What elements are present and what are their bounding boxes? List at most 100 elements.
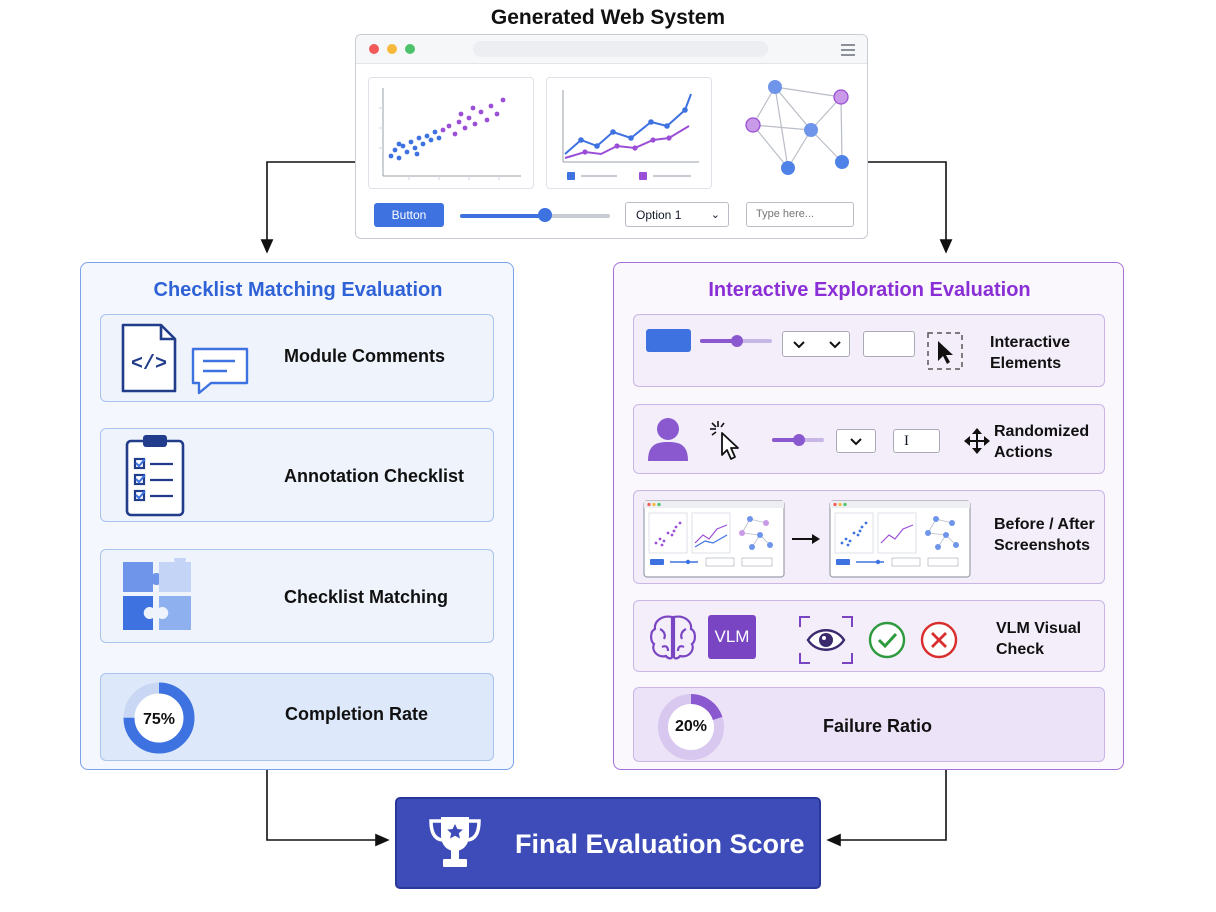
brain-icon [650, 615, 696, 660]
left-panel-title: Checklist Matching Evaluation [153, 279, 443, 301]
step-checklist-matching: Checklist Matching [100, 549, 494, 643]
move-arrows-icon [964, 428, 990, 454]
select-value: Option 1 [636, 208, 682, 222]
line-chart-thumbnail [562, 90, 699, 180]
vlm-badge: VLM [708, 615, 756, 659]
trophy-icon [429, 817, 481, 867]
step-label: Interactive Elements [990, 334, 1071, 372]
demo-slider-handle[interactable] [538, 208, 552, 222]
step-label: Module Comments [284, 346, 446, 366]
scatter-point [462, 125, 468, 131]
network-graph-thumbnail [745, 80, 849, 175]
scatter-point [436, 135, 442, 141]
clipboard-checklist-icon [125, 435, 185, 517]
browser-window: Button Option 1 ⌄ [355, 34, 868, 239]
scatter-point [494, 111, 500, 117]
step-annotation-checklist: Annotation Checklist [100, 428, 494, 522]
right-panel-title: Interactive Exploration Evaluation [708, 279, 1031, 301]
demo-select[interactable]: Option 1 ⌄ [625, 202, 729, 227]
scatter-point [416, 135, 422, 141]
scatter-point [432, 129, 438, 135]
scatter-point [388, 153, 394, 159]
completion-percent: 75% [142, 711, 176, 728]
step-label: VLM Visual Check [996, 620, 1082, 658]
text-cursor-icon: I [893, 429, 940, 453]
scatter-point [404, 149, 410, 155]
mini-button [646, 329, 691, 352]
failure-percent: 20% [674, 718, 708, 735]
step-label: Randomized Actions [994, 423, 1090, 461]
after-screenshot [829, 500, 971, 578]
scatter-plot-card [368, 77, 534, 189]
scatter-point [488, 103, 494, 109]
close-dot-icon [369, 44, 379, 54]
scatter-point [392, 147, 398, 153]
mini-input [863, 331, 915, 357]
scatter-point [500, 97, 506, 103]
arrow-right-icon [812, 534, 820, 544]
minimize-dot-icon [387, 44, 397, 54]
cross-icon [920, 621, 958, 659]
maximize-dot-icon [405, 44, 415, 54]
completion-donut [123, 682, 195, 754]
step-label: Before / After Screenshots [994, 516, 1095, 554]
mini-select [782, 331, 850, 357]
check-icon [868, 621, 906, 659]
mini-slider [772, 434, 824, 446]
scatter-point [424, 133, 430, 139]
checklist-matching-panel: Checklist Matching Evaluation </> Module… [80, 262, 514, 770]
demo-slider-fill [460, 214, 545, 218]
cursor-select-icon [927, 332, 963, 370]
browser-toolbar [356, 35, 867, 64]
step-completion-rate: 75% Completion Rate [100, 673, 494, 761]
chevron-down-icon [850, 438, 862, 446]
step-label: Completion Rate [285, 704, 429, 724]
code-file-comment-icon: </> [121, 323, 249, 395]
interactive-exploration-panel: Interactive Exploration Evaluation Inter… [613, 262, 1124, 770]
line-chart-card [546, 77, 712, 189]
puzzle-icon [123, 558, 191, 630]
failure-donut [658, 694, 724, 760]
scatter-point [466, 115, 472, 121]
address-bar[interactable] [473, 41, 768, 57]
step-label: Checklist Matching [284, 587, 449, 607]
before-screenshot [643, 500, 785, 578]
page-title: Generated Web System [490, 6, 726, 29]
mini-select [836, 429, 876, 453]
demo-button[interactable]: Button [374, 203, 444, 227]
scatter-point [408, 139, 414, 145]
click-cursor-icon [710, 421, 739, 460]
scatter-point [428, 137, 434, 143]
final-score-label: Final Evaluation Score [515, 829, 805, 859]
final-score-box: Final Evaluation Score [395, 797, 821, 889]
scatter-point [478, 109, 484, 115]
scatter-point [414, 151, 420, 157]
screenshot-icon [643, 500, 971, 578]
scatter-plot-thumbnail [379, 88, 521, 180]
scatter-point [452, 131, 458, 137]
scatter-point [458, 111, 464, 117]
scatter-point [472, 121, 478, 127]
scatter-point [484, 117, 490, 123]
chevron-down-icon [793, 341, 841, 349]
menu-icon[interactable] [841, 44, 855, 59]
eye-scan-icon [799, 616, 853, 664]
mini-slider [700, 335, 772, 347]
svg-text:</>: </> [131, 353, 167, 376]
step-module-comments: </> Module Comments [100, 314, 494, 402]
scatter-point [420, 141, 426, 147]
demo-text-input[interactable] [746, 202, 854, 227]
scatter-point [396, 141, 402, 147]
step-interactive-elements: Interactive Elements [633, 314, 1105, 387]
chevron-down-icon: ⌄ [710, 209, 720, 221]
scatter-point [412, 145, 418, 151]
step-label: Failure Ratio [823, 716, 933, 736]
scatter-point [456, 119, 462, 125]
scatter-point [446, 123, 452, 129]
step-label: Annotation Checklist [284, 466, 465, 486]
step-before-after-screenshots: Before / After Screenshots [633, 490, 1105, 584]
scatter-point [470, 105, 476, 111]
step-randomized-actions: I Randomized Actions [633, 404, 1105, 474]
step-vlm-visual-check: VLM VLM Visual Check [633, 600, 1105, 672]
step-failure-ratio: 20% Failure Ratio [633, 687, 1105, 762]
